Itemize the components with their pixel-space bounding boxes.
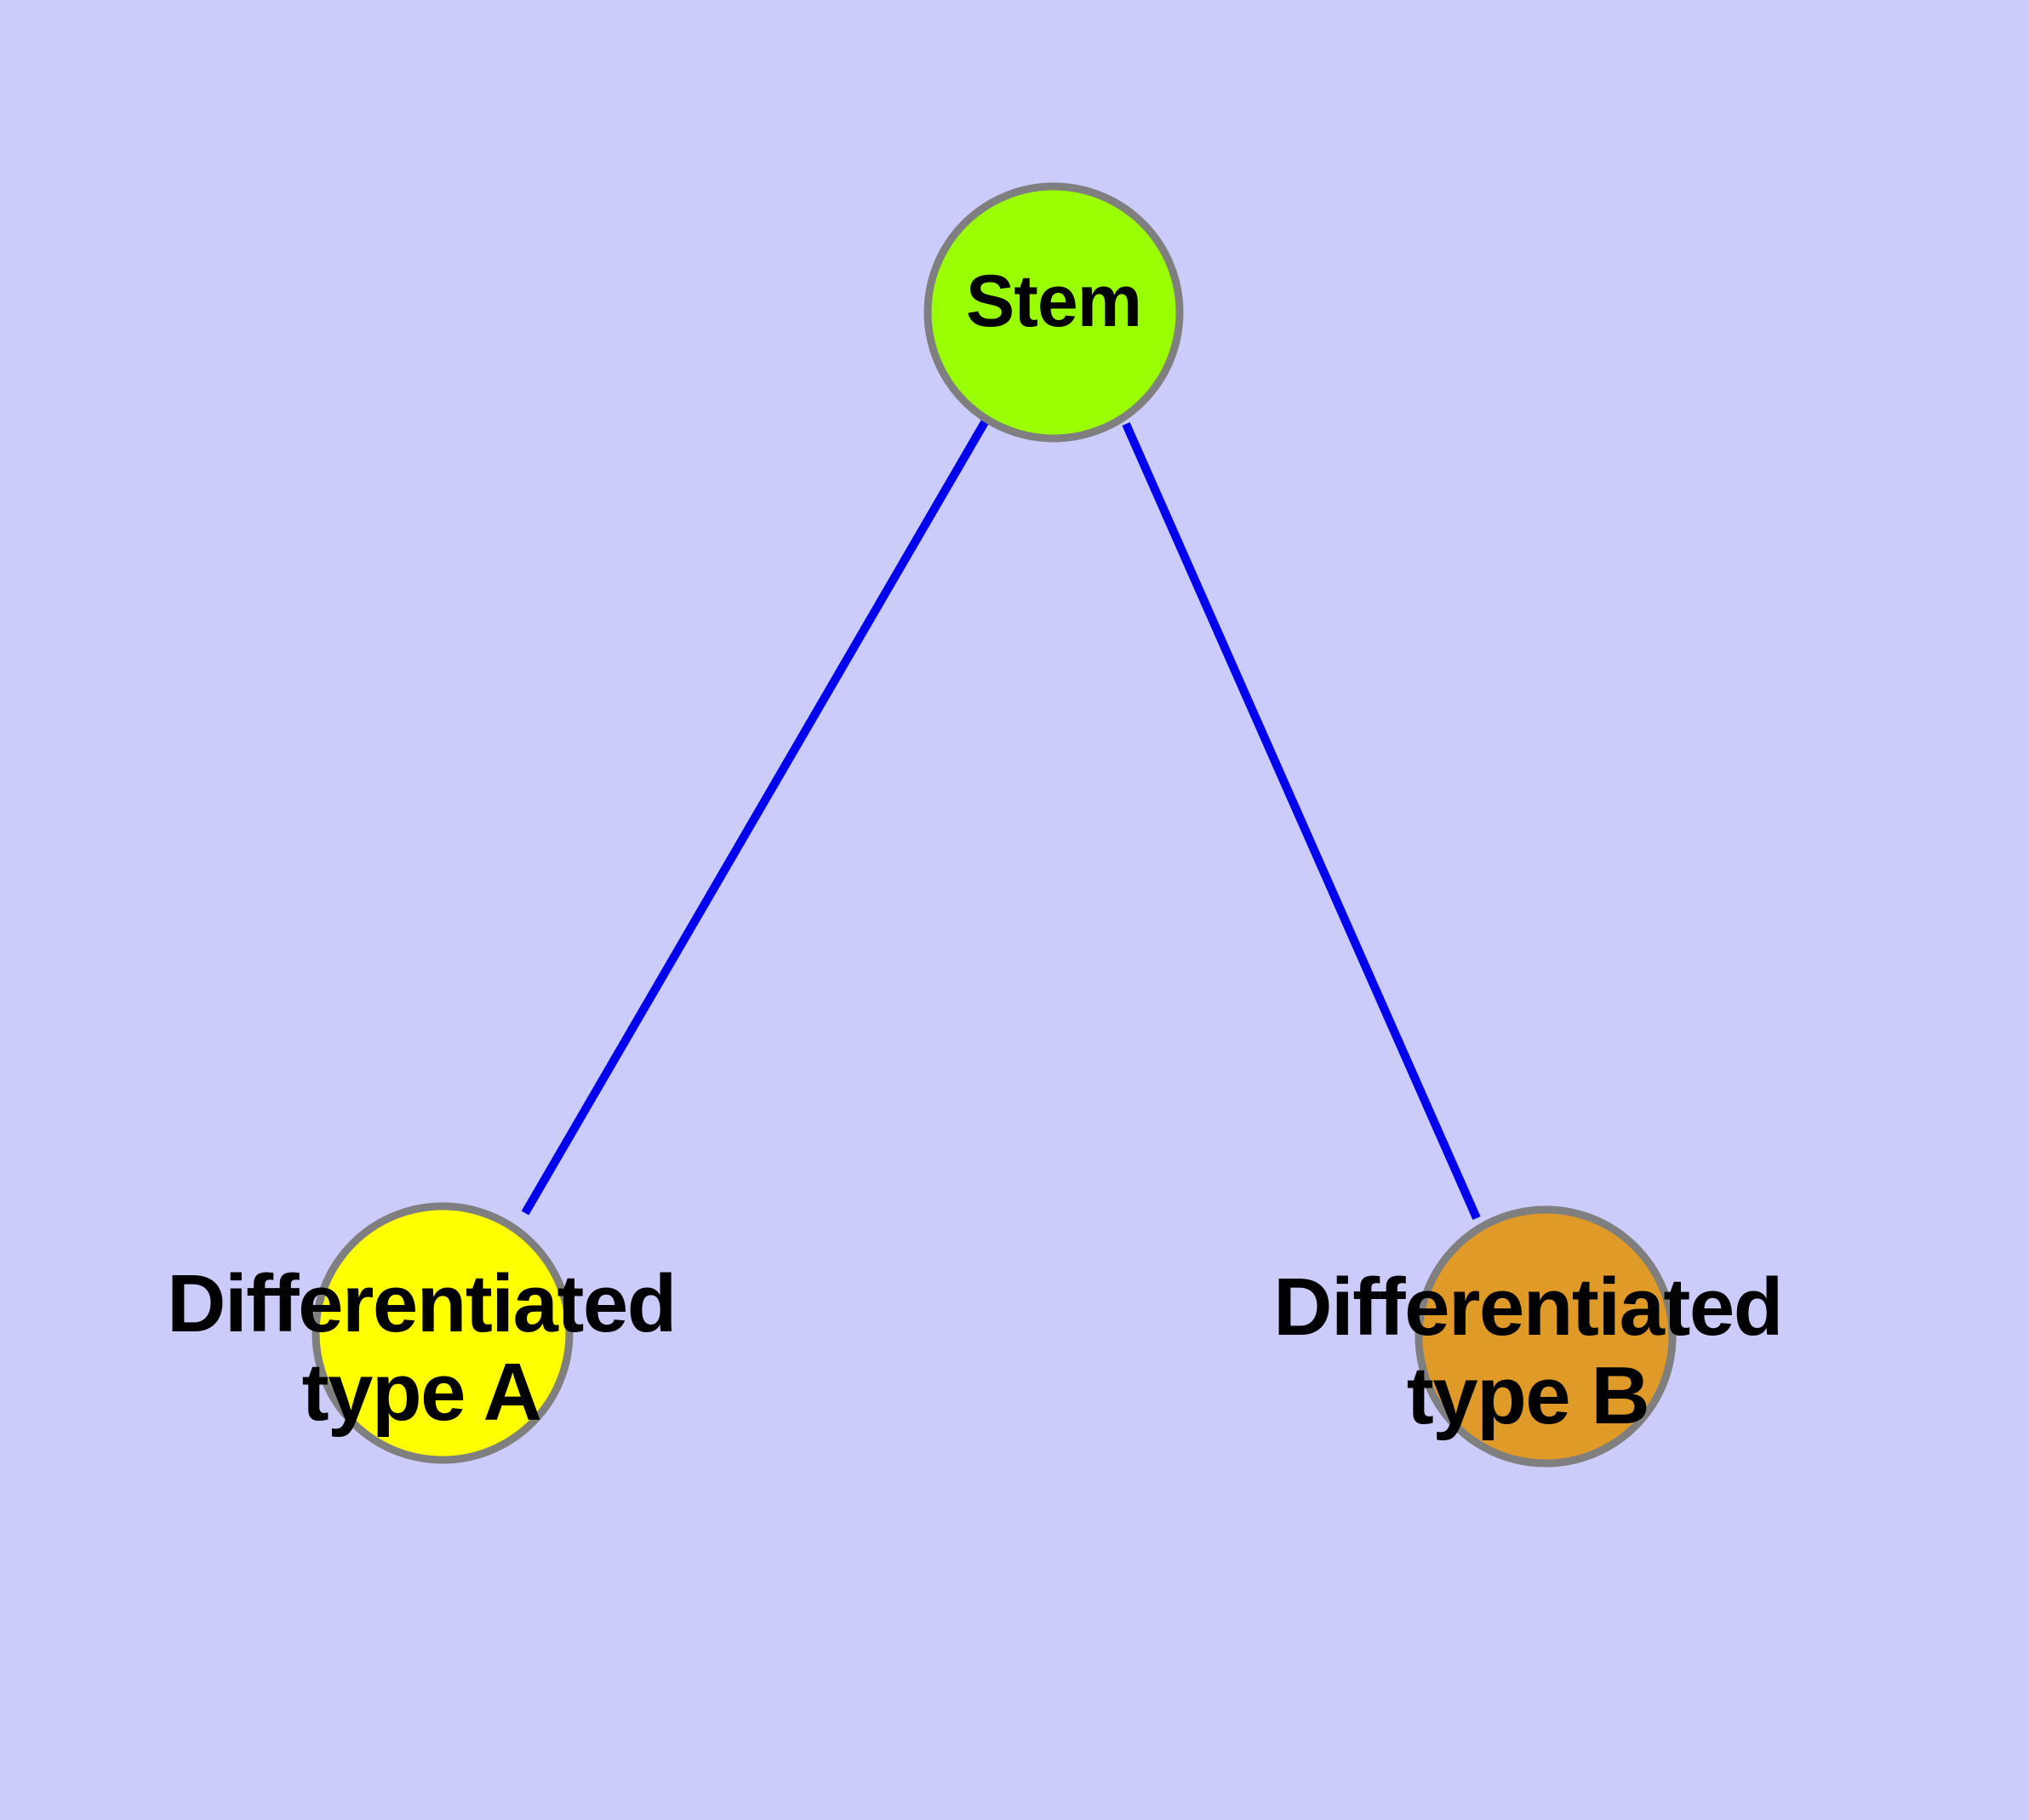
edge-stem-to-diff-b — [1122, 421, 1481, 1221]
node-circle-diff-b[interactable] — [1415, 1205, 1677, 1468]
node-circle-diff-a[interactable] — [311, 1202, 574, 1464]
node-circle-stem[interactable] — [923, 182, 1184, 443]
edge-stem-to-diff-a — [521, 420, 989, 1216]
